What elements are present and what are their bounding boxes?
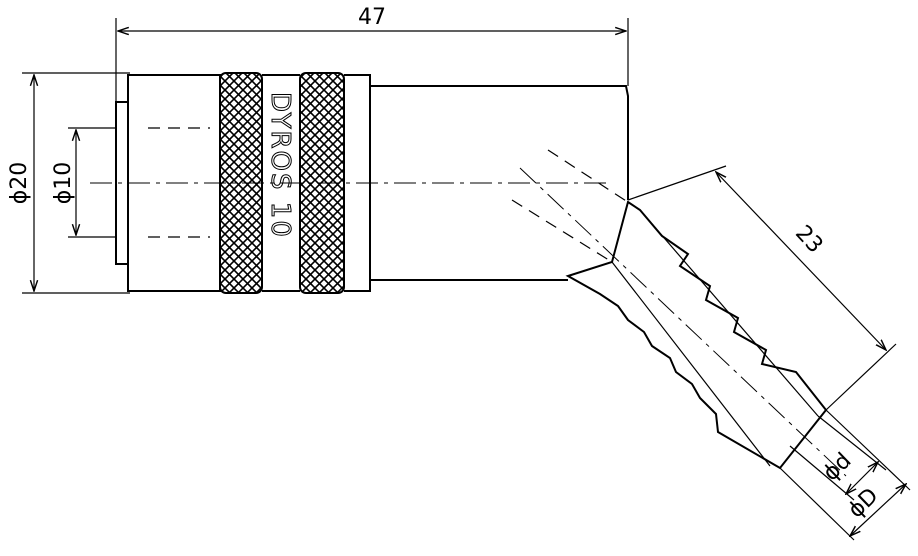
overall-length-label: 47	[358, 5, 386, 30]
dimension-overall-length: 47	[115, 5, 629, 102]
hose-tail	[511, 149, 847, 477]
hose-outer-label: ϕD	[843, 483, 883, 523]
hose-inner-label: ϕd	[819, 448, 857, 486]
outer-diameter-label: ϕ20	[7, 162, 32, 205]
dimension-hose-inner: ϕd	[789, 415, 887, 501]
dimension-outer-diameter: ϕ20	[7, 72, 130, 294]
dimension-hose-length: 23	[627, 165, 897, 411]
hose-length-label: 23	[790, 221, 827, 259]
bore-diameter-label: ϕ10	[51, 162, 76, 205]
dimension-bore-diameter: ϕ10	[51, 127, 116, 238]
engraved-marking: DYROS 10	[265, 92, 295, 239]
